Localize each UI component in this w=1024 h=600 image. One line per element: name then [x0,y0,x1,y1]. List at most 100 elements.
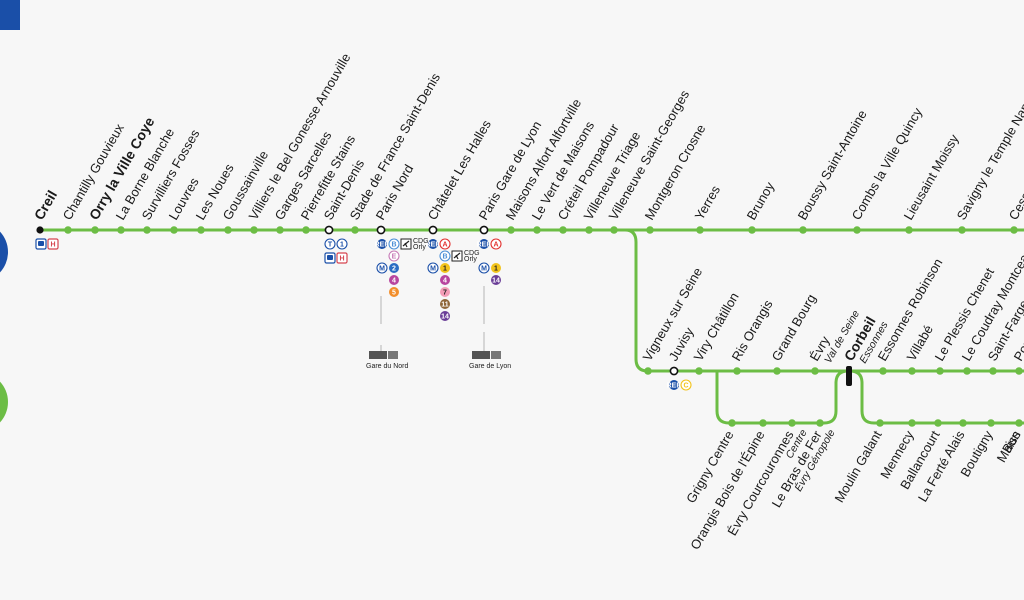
station-dot-vigneux-sur-seine[interactable] [644,367,652,375]
metro-icon: M [376,262,388,274]
metro-1-icon-label: 1 [443,265,447,272]
station-dot-chatelet-les-halles[interactable] [428,225,438,235]
station-dot-maiss[interactable] [1015,419,1023,427]
metro-4-icon-label: 4 [392,277,396,284]
rer-icon-label: RER [375,241,390,248]
rer-icon: RER [375,239,390,249]
rer-icon-label: RER [426,241,441,248]
airport-shuttle-icon-caption: Orly [464,256,477,263]
station-label-villabe[interactable]: Villabé [904,322,936,363]
station-dot-ris-orangis[interactable] [733,367,741,375]
gare-de-lyon-caption: Gare de Lyon [469,363,511,370]
tram-icon-label: T [328,241,333,248]
station-dot-garges-sarcelles[interactable] [276,226,284,234]
station-dot-le-vert-de-maisons[interactable] [533,226,541,234]
station-dot-creil[interactable] [36,226,44,234]
station-dot-creteil-pompadour[interactable] [559,226,567,234]
metro-icon-label: M [481,265,487,272]
station-dot-montgeron-crosne[interactable] [646,226,654,234]
station-dot-orry-la-ville-coye[interactable] [91,226,99,234]
rer-b-icon-label: B [391,241,396,248]
station-label-lieusaint-moissy[interactable]: Lieusaint Moissy [901,131,962,222]
station-dot-goussainville[interactable] [224,226,232,234]
tram-line-1-icon: 1 [336,238,348,250]
station-dot-le-bras-de-fer[interactable] [816,419,824,427]
rer-icon-label: RER [667,382,682,389]
station-dot-combs-la-ville-quincy[interactable] [853,226,861,234]
metro-4-icon: 4 [440,275,450,285]
station-dot-boutigny[interactable] [987,419,995,427]
station-dot-villiers-le-bel-gonesse-arnouville[interactable] [250,226,258,234]
station-dot-stade-de-france-saint-denis[interactable] [351,226,359,234]
train-icon [324,252,336,264]
station-dot-evry[interactable] [811,367,819,375]
brand-circle-green [0,381,8,423]
station-dot-grigny-centre[interactable] [728,419,736,427]
station-dot-saint-denis[interactable] [324,225,334,235]
station-dot-yerres[interactable] [696,226,704,234]
brand-square [0,0,20,30]
station-dot-viry-chatillon[interactable] [695,367,703,375]
station-dot-mennecy[interactable] [908,419,916,427]
station-dot-villabe[interactable] [908,367,916,375]
rer-e-icon: E [388,250,400,262]
metro-7-icon-label: 7 [443,289,447,296]
metro-11-icon: 11 [440,299,450,309]
rer-a-icon-label: A [442,241,447,248]
station-label-brunoy[interactable]: Brunoy [744,179,778,223]
station-dot-chantilly-gouvieux[interactable] [64,226,72,234]
station-dot-cesso[interactable] [1010,226,1018,234]
station-dot-saint-fargeau[interactable] [989,367,997,375]
station-dot-la-ferte-alais[interactable] [959,419,967,427]
metro-icon: M [427,262,439,274]
rer-b-icon: B [388,238,400,250]
station-label-cesso[interactable]: Cesso [1006,183,1024,222]
station-dot-le-plessis-chenet[interactable] [936,367,944,375]
station-label-moulin-galant[interactable]: Moulin Galant [831,428,884,505]
metro-2-icon-label: 2 [392,265,396,272]
station-dot-essonnes-robinson[interactable] [879,367,887,375]
station-dot-orangis-bois-de-l-epine[interactable] [759,419,767,427]
rer-icon: RER [477,239,491,249]
station-label-creil[interactable]: Creil [31,188,60,223]
rer-b-icon: B [439,250,451,262]
station-dot-savigny-le-temple-nand[interactable] [958,226,966,234]
rer-icon: RER [426,239,441,249]
metro-4-icon: 4 [389,275,399,285]
metro-1-icon: 1 [491,263,501,273]
station-dot-villeneuve-triage[interactable] [585,226,593,234]
station-dot-pont[interactable] [1015,367,1023,375]
station-dot-le-coudray-montceau[interactable] [963,367,971,375]
station-dot-moulin-galant[interactable] [876,419,884,427]
station-dot-lieusaint-moissy[interactable] [905,226,913,234]
station-dot-brunoy[interactable] [748,226,756,234]
station-dot-villeneuve-saint-georges[interactable] [610,226,618,234]
station-dot-boussy-saint-antoine[interactable] [799,226,807,234]
station-dot-evry-courcouronnes[interactable] [788,419,796,427]
station-dot-pierrefitte-stains[interactable] [302,226,310,234]
metro-14-icon: 14 [491,275,501,285]
south-track [849,369,1024,425]
station-dot-ballancourt[interactable] [934,419,942,427]
station-dot-louvres[interactable] [170,226,178,234]
station-dot-la-borne-blanche[interactable] [117,226,125,234]
station-dot-juvisy[interactable] [669,366,679,376]
station-dot-paris-nord[interactable] [376,225,386,235]
tram-icon: T [324,238,336,250]
station-dot-paris-gare-de-lyon[interactable] [479,225,489,235]
station-label-yerres[interactable]: Yerres [692,182,724,222]
metro-1-icon: 1 [440,263,450,273]
metro-1-icon-label: 1 [494,265,498,272]
branch-track-down [624,228,1024,373]
station-dot-les-noues[interactable] [197,226,205,234]
rer-c-icon-label: C [683,382,688,389]
station-dot-maisons-alfort-alfortville[interactable] [507,226,515,234]
station-dot-grand-bourg[interactable] [773,367,781,375]
train-icon [35,238,47,250]
gare-de-lyon-pictogram: Gare de Lyon [469,351,511,370]
metro-14-icon: 14 [440,311,450,321]
station-dot-survilliers-fosses[interactable] [143,226,151,234]
